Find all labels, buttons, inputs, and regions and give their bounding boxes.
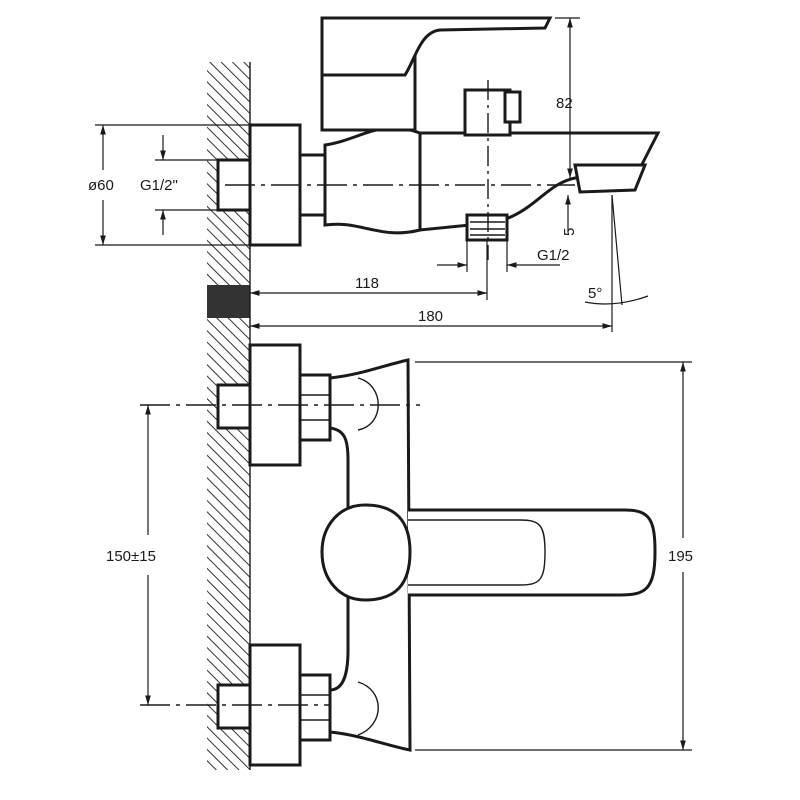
dim-118: 118 <box>355 275 379 292</box>
front-view-faucet <box>140 343 657 767</box>
dim-82: 82 <box>556 95 573 112</box>
side-view-faucet <box>216 16 661 260</box>
dimension-lines-top: 82 ø60 G1/2" 5 G1/2 118 180 5° <box>88 17 649 332</box>
dimension-lines-front: 150±15 195 <box>106 361 693 751</box>
dim-150-15: 150±15 <box>106 548 156 565</box>
dim-180: 180 <box>418 308 443 325</box>
handle-lever <box>408 508 657 597</box>
dim-inlet-thread: G1/2" <box>140 177 178 194</box>
dim-angle-5: 5° <box>588 285 602 302</box>
dim-diameter-60: ø60 <box>88 177 114 194</box>
body-neck <box>323 126 422 235</box>
shower-connector <box>465 213 509 242</box>
dim-outlet-thread: G1/2 <box>537 247 570 264</box>
aerator <box>573 163 648 194</box>
lever <box>320 16 553 77</box>
handle-hub <box>320 503 412 602</box>
dim-5: 5 <box>561 228 578 236</box>
dim-195: 195 <box>668 548 693 565</box>
